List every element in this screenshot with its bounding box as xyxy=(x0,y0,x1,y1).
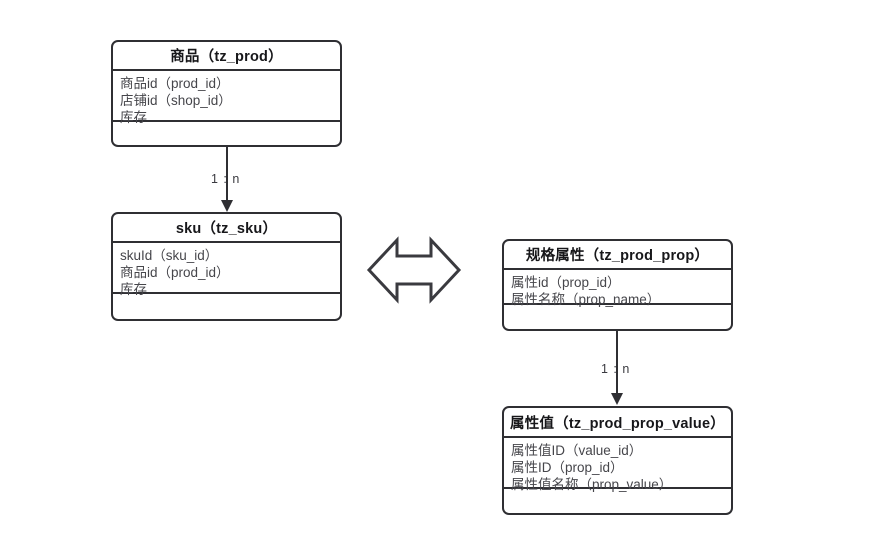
entity-tz-prod-footer xyxy=(113,122,340,145)
field-row: 库存 xyxy=(120,110,147,125)
entity-tz-prod-prop-value-fields: 属性值ID（value_id） 属性ID（prop_id） 属性值名称（prop… xyxy=(504,438,731,492)
entity-tz-sku-footer xyxy=(113,294,340,319)
field-row: 属性id（prop_id） xyxy=(511,275,621,290)
field-row: 商品id（prod_id） xyxy=(120,265,230,280)
entity-tz-prod-prop-value[interactable]: 属性值（tz_prod_prop_value） 属性值ID（value_id） … xyxy=(502,406,733,515)
entity-tz-prod[interactable]: 商品（tz_prod） 商品id（prod_id） 店铺id（shop_id） … xyxy=(111,40,342,147)
connector-arrowhead xyxy=(221,200,233,212)
field-row: 属性值名称（prop_value） xyxy=(511,477,673,492)
double-headed-arrow-icon xyxy=(366,234,462,306)
connector-line xyxy=(226,146,228,201)
entity-tz-sku-header: sku（tz_sku） xyxy=(113,214,340,243)
field-row: 店铺id（shop_id） xyxy=(120,93,232,108)
connector-arrowhead xyxy=(611,393,623,405)
entity-tz-prod-prop-value-header: 属性值（tz_prod_prop_value） xyxy=(504,408,731,438)
entity-tz-prod-prop-header: 规格属性（tz_prod_prop） xyxy=(504,241,731,270)
entity-tz-prod-prop-fields: 属性id（prop_id） 属性名称（prop_name） xyxy=(504,270,731,307)
entity-tz-sku[interactable]: sku（tz_sku） skuId（sku_id） 商品id（prod_id） … xyxy=(111,212,342,321)
entity-tz-prod-prop-footer xyxy=(504,305,731,329)
field-row: 属性名称（prop_name） xyxy=(511,292,661,307)
connector-line xyxy=(616,331,618,394)
field-row: 库存 xyxy=(120,282,147,297)
field-row: skuId（sku_id） xyxy=(120,248,219,263)
entity-tz-prod-prop[interactable]: 规格属性（tz_prod_prop） 属性id（prop_id） 属性名称（pr… xyxy=(502,239,733,331)
connector-label-prop-to-prop-value: 1 : n xyxy=(601,362,631,376)
field-row: 商品id（prod_id） xyxy=(120,76,230,91)
entity-tz-sku-fields: skuId（sku_id） 商品id（prod_id） 库存 xyxy=(113,243,340,297)
entity-tz-prod-header: 商品（tz_prod） xyxy=(113,42,340,71)
entity-tz-prod-fields: 商品id（prod_id） 店铺id（shop_id） 库存 xyxy=(113,71,340,125)
field-row: 属性ID（prop_id） xyxy=(511,460,624,475)
field-row: 属性值ID（value_id） xyxy=(511,443,643,458)
connector-prod-to-sku xyxy=(221,146,233,212)
connector-prop-to-prop-value xyxy=(611,331,623,407)
connector-label-prod-to-sku: 1 : n xyxy=(211,172,241,186)
